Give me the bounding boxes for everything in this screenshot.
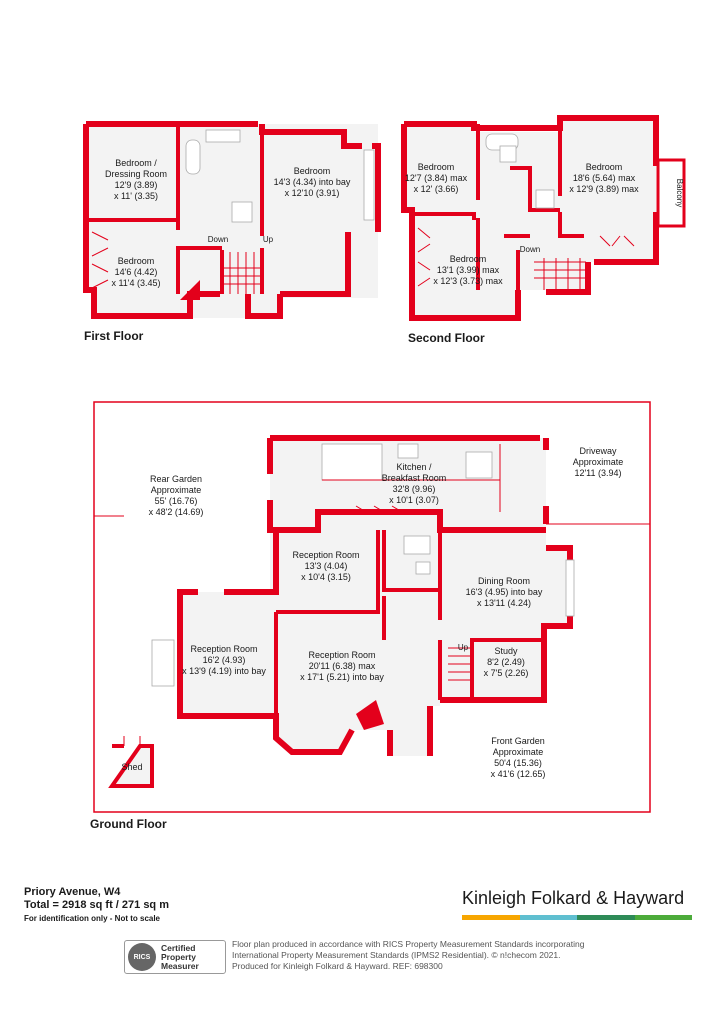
sf-bedroom-sw-line2: 13'1 (3.99) max <box>437 265 500 275</box>
rics-line1: Certified <box>161 942 196 953</box>
ff-bedroom-dressing-line1: Bedroom / <box>115 158 157 168</box>
gf-reception1-line3: x 10'4 (3.15) <box>301 572 351 582</box>
rics-line3: Measurer <box>161 960 199 971</box>
gf-front-garden-line4: x 41'6 (12.65) <box>491 769 546 779</box>
rics-line2: Property <box>161 951 196 962</box>
property-address: Priory Avenue, W4 <box>24 886 121 898</box>
gf-rear-garden-line2: Approximate <box>151 485 202 495</box>
gf-reception2-line2: 16'2 (4.93) <box>203 655 246 665</box>
sf-bedroom-sw-line3: x 12'3 (3.73) max <box>433 276 503 286</box>
gf-front-garden-line1: Front Garden <box>491 736 545 746</box>
gf-reception3-line1: Reception Room <box>308 650 375 660</box>
gf-driveway-line3: 12'11 (3.94) <box>574 468 621 478</box>
agency-brand-bar <box>462 915 692 920</box>
gf-driveway-line2: Approximate <box>573 457 624 467</box>
gf-rear-garden-line1: Rear Garden <box>150 474 202 484</box>
gf-reception3-line2: 20'11 (6.38) max <box>309 661 376 671</box>
gf-reception1-line1: Reception Room <box>292 550 359 560</box>
ff-bedroom-bay-line3: x 12'10 (3.91) <box>285 188 340 198</box>
sf-bedroom-nw-line3: x 12' (3.66) <box>414 184 459 194</box>
sf-down-label: Down <box>520 245 540 254</box>
gf-dining-line1: Dining Room <box>478 576 530 586</box>
sf-bedroom-ne-line3: x 12'9 (3.89) max <box>569 184 639 194</box>
agency-brand-name: Kinleigh Folkard & Hayward <box>462 888 685 908</box>
rics-certified-text: Certified Property Measurer <box>161 942 199 971</box>
gf-driveway-line1: Driveway <box>579 446 617 456</box>
gf-up-label: Up <box>458 643 469 652</box>
gf-reception1-line2: 13'3 (4.04) <box>305 561 348 571</box>
ff-bedroom-bay-line2: 14'3 (4.34) into bay <box>274 177 351 187</box>
gf-dining-line3: x 13'11 (4.24) <box>477 598 531 608</box>
brand-bar-segment <box>634 915 692 920</box>
sf-bedroom-nw-line1: Bedroom <box>418 162 455 172</box>
ff-bedroom-dressing-line2: Dressing Room <box>105 169 167 179</box>
balcony-label: Balcony <box>675 179 684 207</box>
sf-bedroom-ne-line2: 18'6 (5.64) max <box>573 173 636 183</box>
gf-reception2-line1: Reception Room <box>190 644 257 654</box>
gf-kitchen-line4: x 10'1 (3.07) <box>389 495 439 505</box>
gf-front-garden-line2: Approximate <box>493 747 544 757</box>
ff-down-label: Down <box>208 235 228 244</box>
ff-bedroom-dressing-line3: 12'9 (3.89) <box>115 180 158 190</box>
gf-study-line2: 8'2 (2.49) <box>487 657 525 667</box>
gf-kitchen-line3: 32'8 (9.96) <box>393 484 436 494</box>
ff-bedroom-sw-line1: Bedroom <box>118 256 155 266</box>
measurement-standards-note: Floor plan produced in accordance with R… <box>232 939 652 972</box>
brand-bar-segment <box>519 915 577 920</box>
rics-certified-logo: RICS Certified Property Measurer <box>124 940 226 974</box>
brand-bar-segment <box>462 915 520 920</box>
gf-rear-garden-line3: 55' (16.76) <box>155 496 198 506</box>
ff-bedroom-sw-line2: 14'6 (4.42) <box>115 267 158 277</box>
second-floor-title: Second Floor <box>408 331 485 345</box>
gf-kitchen-line2: Breakfast Room <box>382 473 447 483</box>
gf-shed-label: Shed <box>121 762 142 772</box>
sf-bedroom-sw-line1: Bedroom <box>450 254 487 264</box>
first-floor-title: First Floor <box>84 329 144 343</box>
sf-bedroom-nw-line2: 12'7 (3.84) max <box>405 173 468 183</box>
gf-kitchen-line1: Kitchen / <box>396 462 432 472</box>
gf-reception3-line3: x 17'1 (5.21) into bay <box>300 672 384 682</box>
footer-line2: International Property Measurement Stand… <box>232 950 561 960</box>
property-info: Priory Avenue, W4 Total = 2918 sq ft / 2… <box>24 886 169 925</box>
ff-bedroom-dressing-line4: x 11' (3.35) <box>114 191 158 201</box>
ff-bedroom-sw-line3: x 11'4 (3.45) <box>111 278 160 288</box>
ff-bedroom-bay-line1: Bedroom <box>294 166 331 176</box>
gf-reception2-line3: x 13'9 (4.19) into bay <box>182 666 266 676</box>
sf-bedroom-ne-line1: Bedroom <box>586 162 623 172</box>
gf-front-garden-line3: 50'4 (15.36) <box>494 758 542 768</box>
ff-up-label: Up <box>263 235 274 244</box>
ground-floor-title: Ground Floor <box>90 817 167 831</box>
gf-dining-line2: 16'3 (4.95) into bay <box>466 587 543 597</box>
scale-disclaimer: For identification only - Not to scale <box>24 914 161 923</box>
rics-mark-icon: RICS <box>128 943 156 971</box>
brand-bar-segment <box>577 915 635 920</box>
property-total-area: Total = 2918 sq ft / 271 sq m <box>24 899 169 911</box>
gf-study-line3: x 7'5 (2.26) <box>484 668 529 678</box>
gf-rear-garden-line4: x 48'2 (14.69) <box>149 507 204 517</box>
footer-line3: Produced for Kinleigh Folkard & Hayward.… <box>232 961 443 971</box>
gf-study-line1: Study <box>494 646 518 656</box>
footer-line1: Floor plan produced in accordance with R… <box>232 939 585 949</box>
